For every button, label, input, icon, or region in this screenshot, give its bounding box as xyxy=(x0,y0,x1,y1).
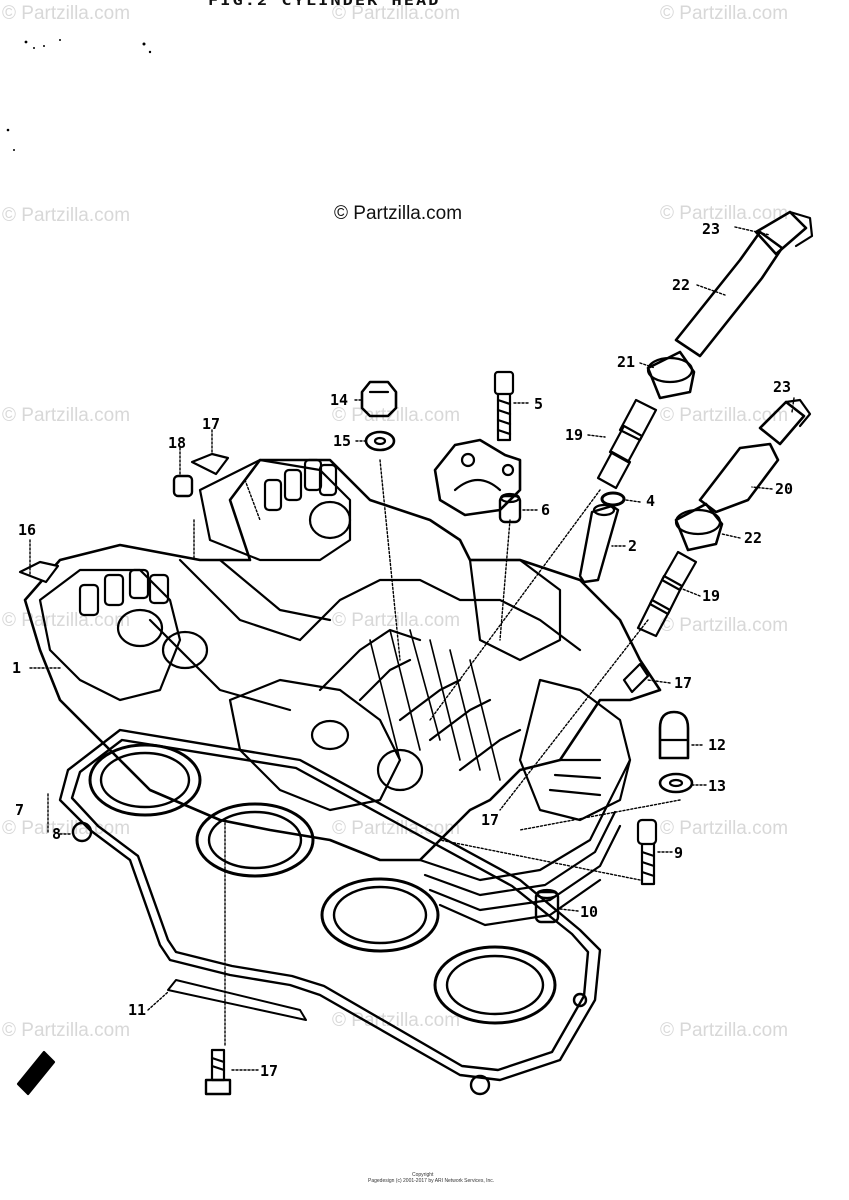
bolt-5 xyxy=(493,370,515,442)
callout-17-b: 17 xyxy=(202,415,220,433)
front-arrow-icon xyxy=(16,1050,56,1096)
callout-23-upper: 23 xyxy=(702,220,720,238)
watermark: © Partzilla.com xyxy=(332,818,461,839)
watermark: © Partzilla.com xyxy=(332,1010,461,1031)
shim-17 xyxy=(190,452,230,476)
callout-17-a: 16 xyxy=(18,521,36,539)
spark-plug-19-lower xyxy=(636,550,698,638)
seal-18 xyxy=(172,474,194,498)
oil-line xyxy=(167,979,307,1021)
callout-numbers: 23 22 21 14 5 23 17 15 19 18 20 4 6 16 2… xyxy=(12,220,793,1080)
watermark: © Partzilla.com xyxy=(660,1020,789,1041)
watermark: © Partzilla.com xyxy=(660,3,789,24)
footer-pagedesign: Pagedesign (c) 2001-2017 by ARI Network … xyxy=(368,1178,495,1184)
terminal-23-lower xyxy=(758,398,812,446)
callout-9: 11 xyxy=(128,1001,146,1019)
shim-17 xyxy=(18,560,60,584)
callout-14: 14 xyxy=(330,391,348,409)
callout-18: 18 xyxy=(168,434,186,452)
plug-cap-22-lower xyxy=(674,502,724,552)
callout-19-upper: 19 xyxy=(565,426,583,444)
spark-plug-19-upper xyxy=(596,398,658,490)
callout-19-lower: 19 xyxy=(702,587,720,605)
callout-17-c: 17 xyxy=(674,674,692,692)
scan-specks xyxy=(6,39,152,151)
bolt-16 xyxy=(204,1048,232,1096)
callout-8: 8 xyxy=(52,825,61,843)
callout-21: 22 xyxy=(672,276,690,294)
footer-copyright: Copyright xyxy=(412,1172,434,1178)
cam-cap xyxy=(433,438,522,517)
callout-22-upper: 21 xyxy=(617,353,635,371)
callout-20: 20 xyxy=(775,480,793,498)
watermark: © Partzilla.com xyxy=(2,405,131,426)
callout-4: 4 xyxy=(646,492,655,510)
dowel-10 xyxy=(534,888,560,924)
callout-23-lower: 23 xyxy=(773,378,791,396)
terminal-23-upper xyxy=(754,210,814,256)
watermark-main: © Partzilla.com xyxy=(334,203,463,224)
head-gasket xyxy=(58,728,602,1096)
plug-lead-21 xyxy=(674,230,784,358)
watermark: © Partzilla.com xyxy=(2,205,131,226)
watermark: © Partzilla.com xyxy=(2,3,131,24)
callout-17-d: 17 xyxy=(481,811,499,829)
plug-lead-20 xyxy=(698,442,780,514)
plug-cap-22-upper xyxy=(646,350,696,400)
callout-5: 5 xyxy=(534,395,543,413)
callout-6: 6 xyxy=(541,501,550,519)
cylinder-head-body xyxy=(23,458,662,927)
sleeve-2 xyxy=(578,503,620,584)
watermark: © Partzilla.com xyxy=(660,405,789,426)
callout-10: 10 xyxy=(580,903,598,921)
leader-lines xyxy=(29,226,795,1071)
callout-11: 9 xyxy=(674,844,683,862)
callout-22-lower: 22 xyxy=(744,529,762,547)
o-ring-4 xyxy=(600,491,626,507)
watermark: © Partzilla.com xyxy=(660,818,789,839)
callout-12: 12 xyxy=(708,736,726,754)
cap-nut-14 xyxy=(360,380,398,418)
washer-13 xyxy=(658,772,694,794)
shim-17 xyxy=(622,662,650,694)
bolt-11 xyxy=(636,818,658,886)
figure-title: FIG.2 CYLINDER HEAD xyxy=(208,0,441,9)
callout-15: 15 xyxy=(333,432,351,450)
callout-7: 7 xyxy=(15,801,24,819)
callout-16: 17 xyxy=(260,1062,278,1080)
acorn-nut-12 xyxy=(658,710,690,760)
callout-2: 2 xyxy=(628,537,637,555)
watermark: © Partzilla.com xyxy=(660,203,789,224)
watermark: © Partzilla.com xyxy=(660,615,789,636)
watermark: © Partzilla.com xyxy=(332,3,461,24)
washer-15 xyxy=(364,430,396,452)
watermark: © Partzilla.com xyxy=(2,818,131,839)
callout-13: 13 xyxy=(708,777,726,795)
watermark: © Partzilla.com xyxy=(2,1020,131,1041)
callout-1: 1 xyxy=(12,659,21,677)
